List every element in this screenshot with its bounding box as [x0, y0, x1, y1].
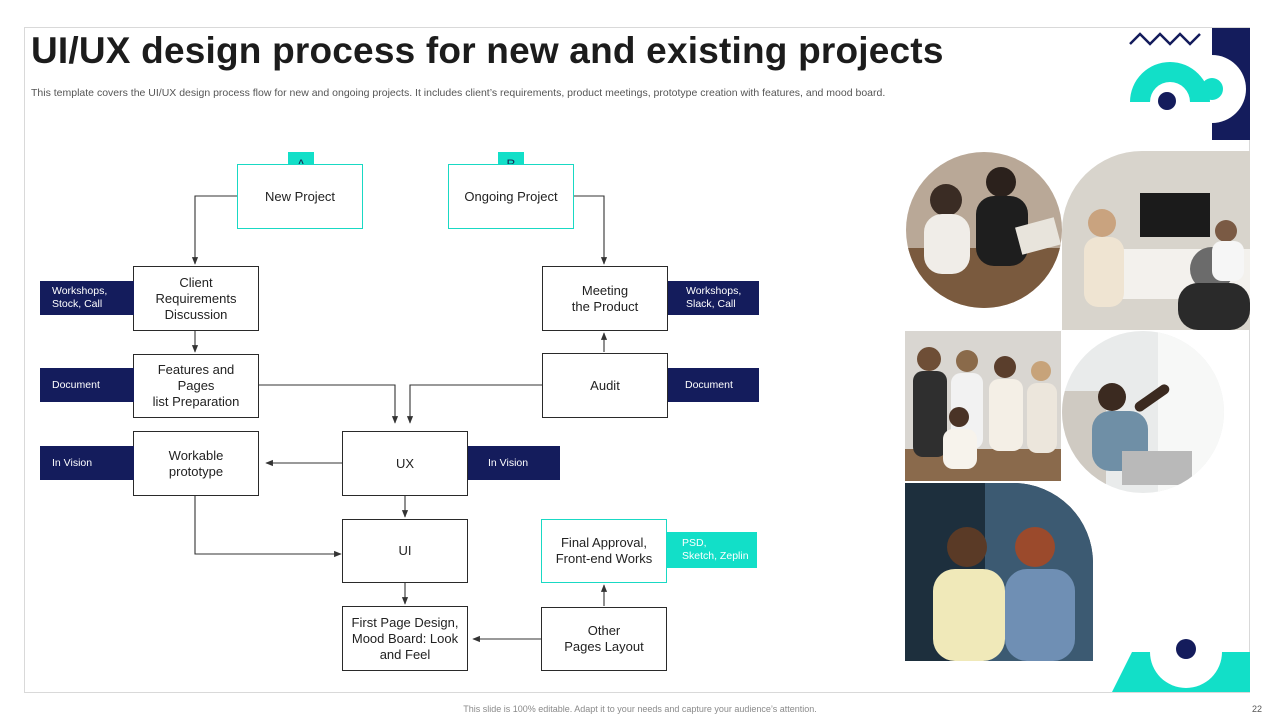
photo-group-standing	[905, 331, 1061, 481]
tag-workshops-slack-call: Workshops, Slack, Call	[668, 281, 759, 315]
node-meeting-product: Meeting the Product	[542, 266, 668, 331]
photo-two-colleagues	[905, 483, 1093, 661]
tag-in-vision-left: In Vision	[40, 446, 134, 480]
page-title: UI/UX design process for new and existin…	[31, 30, 944, 71]
node-audit: Audit	[542, 353, 668, 418]
node-ongoing-project: Ongoing Project	[448, 164, 574, 229]
node-workable-prototype: Workable prototype	[133, 431, 259, 496]
node-new-project: New Project	[237, 164, 363, 229]
page-number: 22	[1252, 704, 1263, 714]
photo-team-circle	[906, 152, 1062, 308]
node-final-approval: Final Approval, Front-end Works	[541, 519, 667, 583]
page-subtitle: This template covers the UI/UX design pr…	[31, 87, 886, 99]
decorative-corner-graphic	[1129, 28, 1250, 140]
tag-psd-sketch-zeplin: PSD, Sketch, Zeplin	[667, 532, 757, 568]
decorative-bottom-graphic	[1112, 639, 1250, 692]
node-client-requirements: Client Requirements Discussion	[133, 266, 259, 331]
tag-document-left: Document	[40, 368, 134, 402]
photo-meeting-room	[1062, 151, 1250, 330]
tag-workshops-stock-call: Workshops, Stock, Call	[40, 281, 134, 315]
tag-document-right: Document	[668, 368, 759, 402]
node-ui: UI	[342, 519, 468, 583]
photo-whiteboard-circle	[1062, 331, 1224, 493]
slide-frame	[24, 27, 1250, 693]
node-other-pages: Other Pages Layout	[541, 607, 667, 671]
tag-in-vision-ux: In Vision	[468, 446, 560, 480]
node-ux: UX	[342, 431, 468, 496]
node-first-page-design: First Page Design, Mood Board: Look and …	[342, 606, 468, 671]
node-features-pages: Features and Pages list Preparation	[133, 354, 259, 418]
footer-note: This slide is 100% editable. Adapt it to…	[463, 704, 817, 714]
